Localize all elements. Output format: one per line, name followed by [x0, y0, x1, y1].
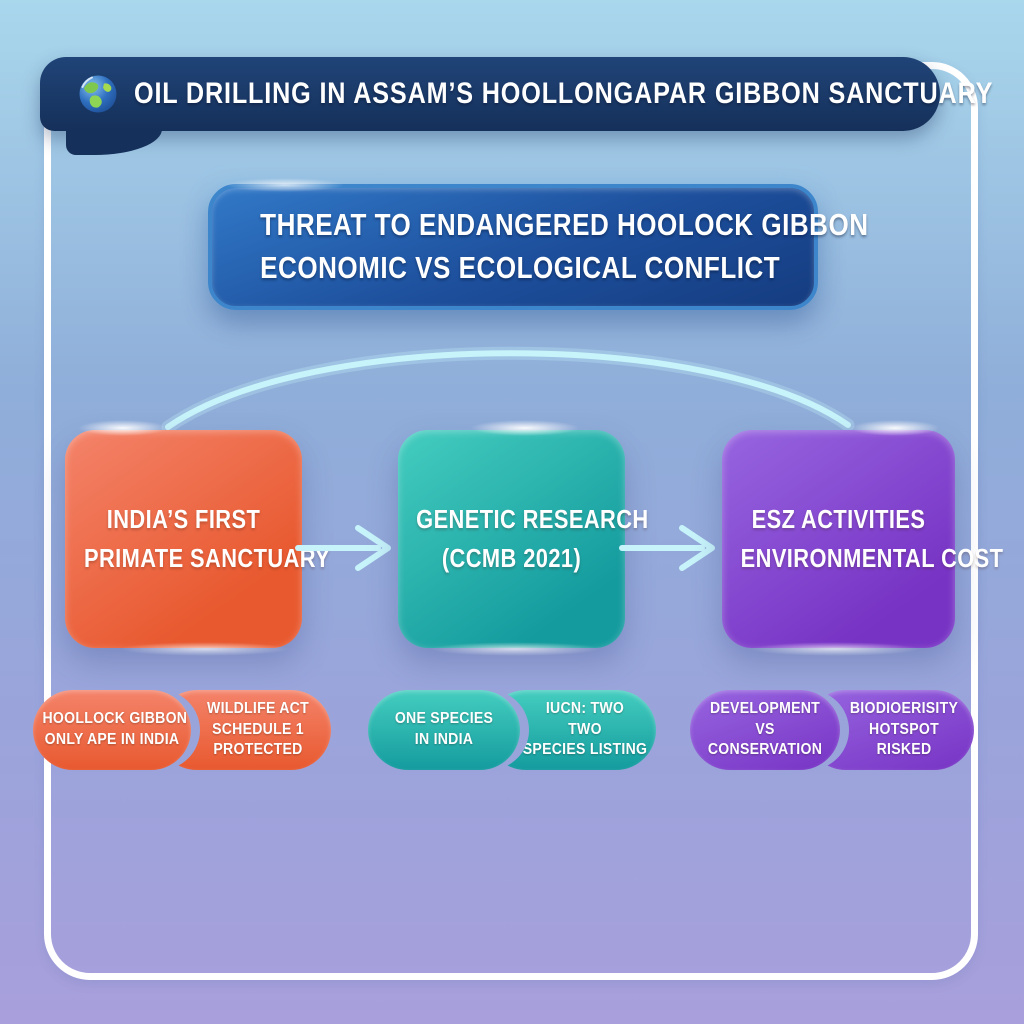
banner-line-2: ECONOMIC VS ECOLOGICAL CONFLICT	[260, 250, 781, 285]
globe-icon	[79, 75, 117, 113]
node-label: ESZ ACTIVITIES ENVIRONMENTAL COST	[740, 504, 1004, 573]
flow-arrow-icon	[619, 525, 715, 571]
connector-arc	[161, 346, 855, 434]
tags-primate-sanctuary: HOOLLOCK GIBBON ONLY APE IN INDIA WILDLI…	[33, 690, 331, 770]
node-label: GENETIC RESEARCH (CCMB 2021)	[416, 504, 649, 573]
page-title: OIL DRILLING IN ASSAM’S HOOLLONGAPAR GIB…	[134, 77, 994, 110]
threat-banner: THREAT TO ENDANGERED HOOLOCK GIBBON ECON…	[208, 184, 869, 310]
tags-esz-activities: DEVELOPMENT VS CONSERVATION BIODIOERISIT…	[690, 690, 974, 770]
tag-text: IUCN: TWO TWO SPECIES LISTING	[522, 699, 648, 759]
flow-arrow-icon	[295, 525, 391, 571]
node-label: INDIA’S FIRST PRIMATE SANCTUARY	[83, 504, 331, 573]
header-bar: OIL DRILLING IN ASSAM’S HOOLLONGAPAR GIB…	[40, 57, 992, 155]
tag-text: DEVELOPMENT VS CONSERVATION	[707, 699, 823, 759]
tag-pill: ONE SPECIES IN INDIA	[368, 690, 520, 770]
tag-pill: HOOLLOCK GIBBON ONLY APE IN INDIA	[33, 690, 191, 770]
tags-genetic-research: ONE SPECIES IN INDIA IUCN: TWO TWO SPECI…	[368, 690, 656, 770]
node-esz-activities: ESZ ACTIVITIES ENVIRONMENTAL COST	[722, 430, 1004, 648]
tag-pill: DEVELOPMENT VS CONSERVATION	[690, 690, 840, 770]
tag-pill: WILDLIFE ACT SCHEDULE 1 PROTECTED	[157, 690, 331, 770]
banner-line-1: THREAT TO ENDANGERED HOOLOCK GIBBON	[260, 207, 869, 243]
node-genetic-research: GENETIC RESEARCH (CCMB 2021)	[398, 430, 649, 648]
node-primate-sanctuary: INDIA’S FIRST PRIMATE SANCTUARY	[65, 430, 331, 648]
tag-text: HOOLLOCK GIBBON ONLY APE IN INDIA	[42, 710, 188, 748]
tag-text: ONE SPECIES IN INDIA	[394, 710, 494, 748]
tag-text: WILDLIFE ACT SCHEDULE 1 PROTECTED	[207, 699, 309, 759]
tag-text: BIODIOERISITY HOTSPOT RISKED	[849, 699, 959, 759]
